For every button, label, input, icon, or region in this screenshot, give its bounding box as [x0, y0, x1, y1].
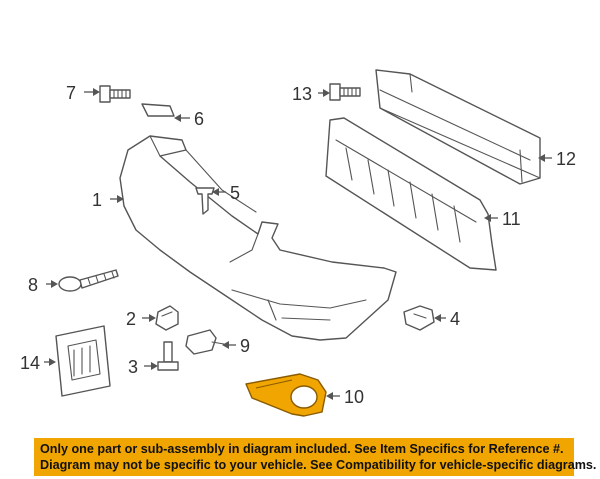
disclaimer-banner: Only one part or sub-assembly in diagram…	[34, 438, 597, 476]
part-12-bumper-reinforcement	[375, 69, 541, 185]
part-8-tow-hook	[58, 269, 119, 292]
callout-8: 8	[28, 275, 38, 295]
part-11-energy-absorber	[325, 117, 497, 271]
disclaimer-line-1: Only one part or sub-assembly in diagram…	[40, 442, 564, 456]
part-13-bolt	[329, 83, 361, 101]
part-14-license-bracket	[55, 325, 111, 397]
callout-3: 3	[128, 357, 138, 377]
part-1-bumper-cover	[119, 135, 397, 341]
part-5-push-pin	[195, 187, 215, 215]
part-2-bracket	[155, 305, 179, 331]
leader-lines	[44, 88, 552, 400]
parts-diagram: 7 6 1 5 8 2 3 14 9 4 10 13 12 11	[20, 69, 576, 417]
part-4-bracket	[403, 305, 435, 331]
callout-11: 11	[502, 209, 521, 229]
callout-9: 9	[240, 336, 250, 356]
part-3-bolt	[157, 341, 179, 371]
callout-4: 4	[450, 309, 460, 329]
callout-7: 7	[66, 83, 76, 103]
callout-10: 10	[344, 387, 364, 407]
part-9-clip	[185, 329, 225, 355]
callout-1: 1	[92, 190, 102, 210]
callout-13: 13	[292, 84, 312, 104]
part-7-bolt	[99, 85, 131, 103]
callout-14: 14	[20, 353, 40, 373]
part-6-retainer	[141, 103, 175, 117]
callout-2: 2	[126, 309, 136, 329]
callout-6: 6	[194, 109, 204, 129]
part-10-fog-lamp-bezel	[245, 373, 327, 417]
callout-12: 12	[556, 149, 576, 169]
callout-5: 5	[230, 183, 240, 203]
disclaimer-line-2: Diagram may not be specific to your vehi…	[40, 458, 597, 472]
